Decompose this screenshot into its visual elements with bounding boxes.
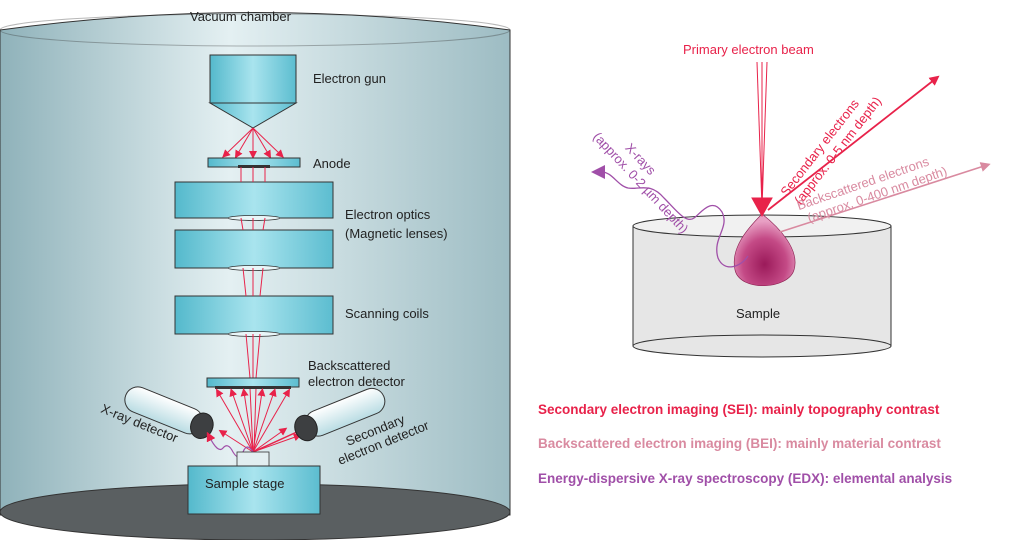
bse-detector-label-1: Backscattered [308,358,390,373]
magnetic-lens-2 [174,229,334,271]
anode-label: Anode [313,156,351,171]
backscattered-electron-detector [206,377,300,389]
electron-optics-label: Electron optics [345,207,431,222]
secondary-electron-detector [294,387,386,442]
sample-stage-label: Sample stage [205,476,285,491]
scanning-coils-label: Scanning coils [345,306,429,321]
sample-label: Sample [736,306,780,321]
sample-stage [187,451,321,515]
secondary-electron-arrow [767,75,940,211]
legend-edx: Energy-dispersive X-ray spectroscopy (ED… [538,471,952,486]
legend-sei: Secondary electron imaging (SEI): mainly… [538,402,940,417]
backscattered-electron-arrow [779,162,991,233]
electron-gun [208,54,298,129]
primary-beam-label: Primary electron beam [683,42,814,57]
xray-wave-left [206,431,254,458]
magnetic-lenses-label: (Magnetic lenses) [345,226,448,241]
scanning-coils [174,295,334,337]
column-beam [240,167,266,453]
magnetic-lens-1 [174,181,334,221]
backscatter-rays [215,388,316,453]
bse-detector-label-2: electron detector [308,374,406,389]
legend-bei: Backscattered electron imaging (BEI): ma… [538,436,941,451]
vacuum-chamber-label: Vacuum chamber [190,9,292,24]
electron-gun-label: Electron gun [313,71,386,86]
primary-beam [751,61,773,218]
anode [207,157,301,168]
xray-detector [124,386,214,439]
interaction-volume [733,213,796,287]
xrays-depth-label: (approx. 0-2 µm depth) [590,129,691,236]
gun-rays [222,127,284,159]
xray-wave-right [591,165,749,268]
